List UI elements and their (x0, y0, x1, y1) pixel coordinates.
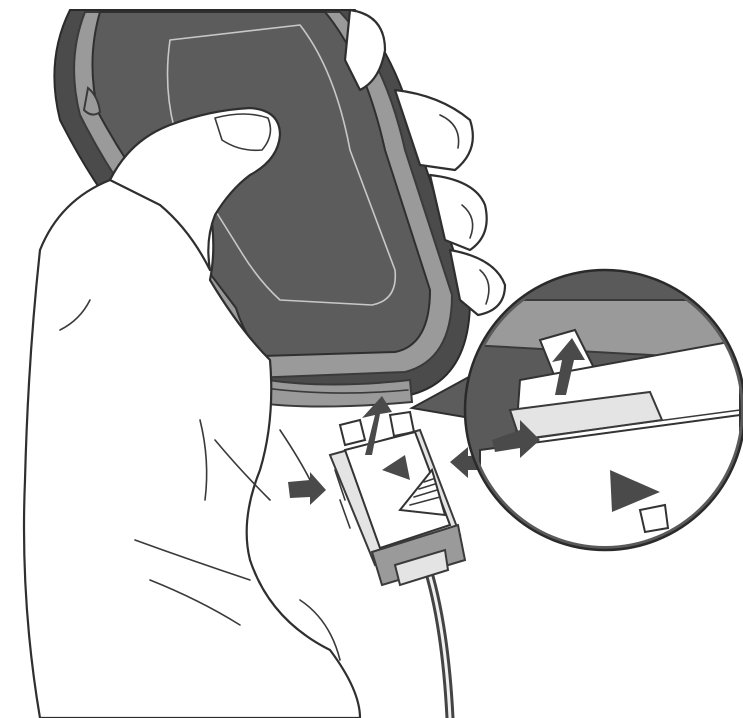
data-cable-connector (330, 412, 465, 585)
cable (425, 560, 450, 718)
press-arrow-left-icon (288, 472, 326, 505)
